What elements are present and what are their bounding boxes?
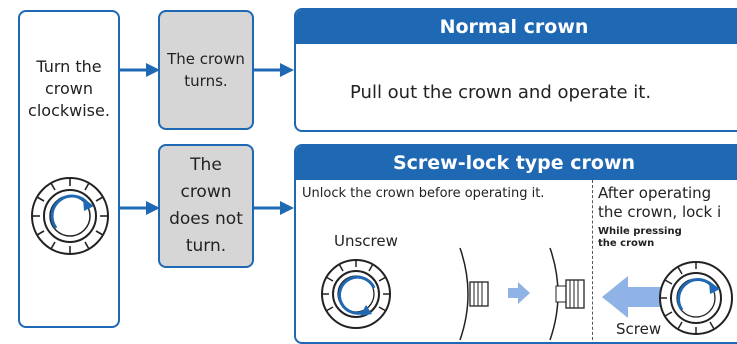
screw-label: Screw bbox=[616, 320, 662, 338]
crown-not-turn-box: The crown does not turn. bbox=[158, 144, 254, 268]
turn-crown-line-1: Turn the bbox=[36, 57, 102, 76]
rotation-arrow-icon bbox=[83, 198, 94, 211]
after-operating-line-2: the crown, lock i bbox=[598, 203, 722, 221]
screw-lock-title: Screw-lock type crown bbox=[296, 146, 737, 180]
panel-divider bbox=[592, 180, 594, 342]
while-pressing-line-1: While pressing bbox=[598, 226, 682, 237]
arrow-right-icon bbox=[254, 63, 294, 77]
unlock-instruction: Unlock the crown before operating it. bbox=[302, 186, 545, 201]
arrow-right-icon bbox=[120, 201, 160, 215]
screw-lock-panel: Screw-lock type crown Unlock the crown b… bbox=[294, 144, 737, 344]
unscrew-label: Unscrew bbox=[334, 232, 398, 250]
crown-side-view bbox=[459, 247, 489, 341]
crown-turns-line-1: The crown bbox=[167, 50, 245, 68]
while-pressing-text: While pressing the crown bbox=[598, 226, 682, 250]
crown-not-turn-line-4: turn. bbox=[185, 236, 227, 256]
after-operating-text: After operating the crown, lock i bbox=[598, 184, 721, 222]
crown-not-turn-line-2: crown bbox=[180, 182, 232, 202]
while-pressing-line-2: the crown bbox=[598, 238, 655, 249]
arrow-right-icon bbox=[120, 63, 160, 77]
normal-crown-instruction: Pull out the crown and operate it. bbox=[350, 82, 652, 103]
turn-crown-text: Turn the crown clockwise. bbox=[20, 56, 118, 122]
crown-side-view bbox=[549, 247, 585, 341]
rotation-arrow-icon bbox=[360, 305, 372, 316]
crown-icon bbox=[659, 261, 733, 335]
crown-turns-box: The crown turns. bbox=[158, 10, 254, 130]
normal-crown-title: Normal crown bbox=[296, 10, 737, 44]
crown-icon bbox=[31, 177, 109, 255]
rotation-arrow-icon bbox=[709, 281, 720, 294]
arrow-right-icon bbox=[508, 282, 530, 304]
crown-not-turn-line-3: does not bbox=[169, 209, 243, 229]
crown-icon bbox=[321, 259, 391, 329]
arrow-right-icon bbox=[254, 201, 294, 215]
after-operating-line-1: After operating bbox=[598, 184, 712, 202]
crown-turns-line-2: turns. bbox=[184, 72, 228, 90]
crown-not-turn-line-1: The bbox=[190, 155, 222, 175]
turn-crown-line-3: clockwise. bbox=[28, 101, 110, 120]
turn-crown-line-2: crown bbox=[44, 79, 94, 98]
turn-crown-box: Turn the crown clockwise. bbox=[18, 10, 120, 328]
normal-crown-panel: Normal crown Pull out the crown and oper… bbox=[294, 8, 737, 132]
push-arrow-icon bbox=[602, 276, 682, 318]
